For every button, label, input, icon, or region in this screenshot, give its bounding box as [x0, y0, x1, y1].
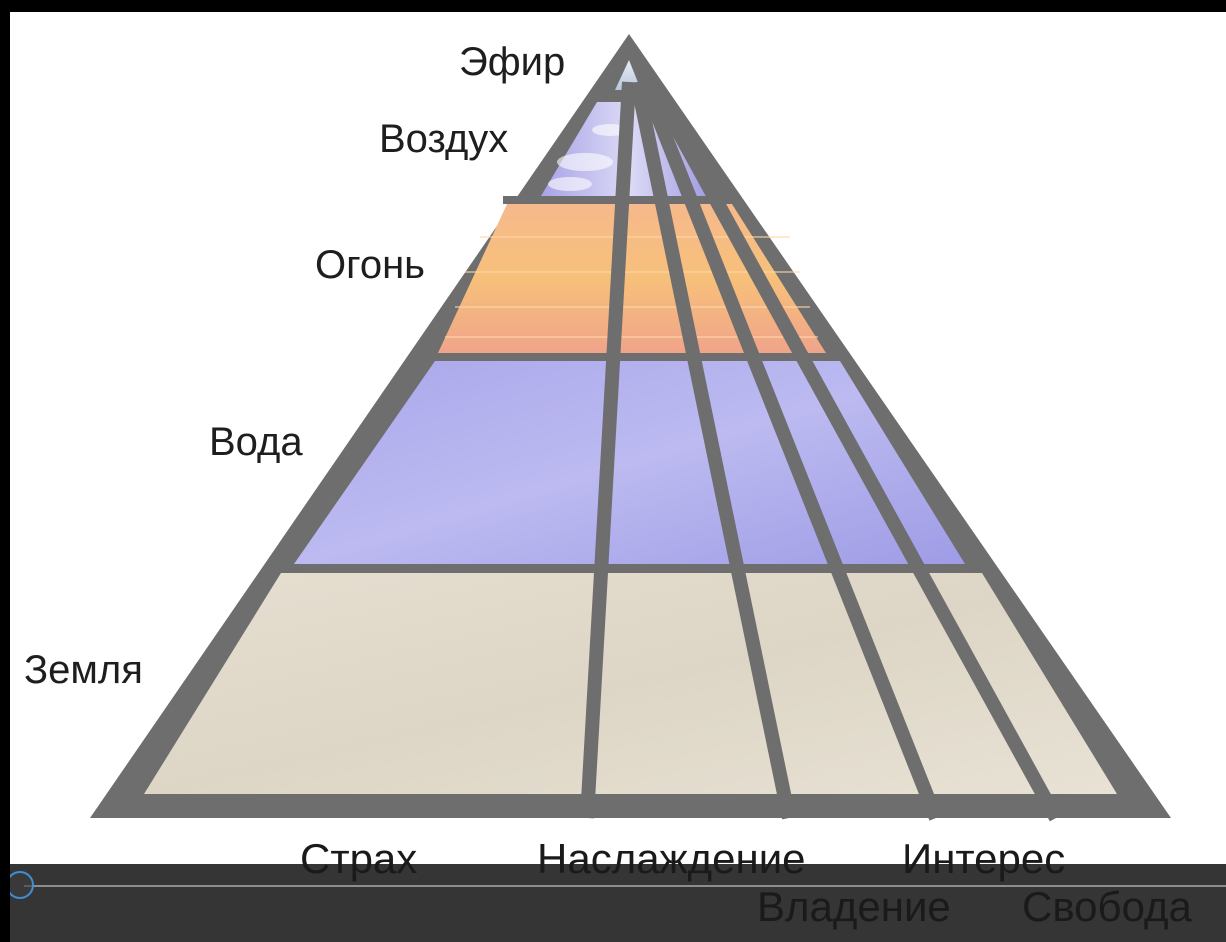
label-pleasure: Наслаждение	[537, 838, 806, 880]
label-freedom: Свобода	[1022, 886, 1192, 928]
label-earth: Земля	[24, 650, 143, 690]
label-fear: Страх	[300, 838, 417, 880]
fire-band	[438, 204, 826, 353]
label-possession: Владение	[757, 886, 951, 928]
diagram-canvas: Эфир Воздух Огонь Вода Земля Страх Насла…	[10, 12, 1226, 942]
label-interest: Интерес	[902, 838, 1065, 880]
label-air: Воздух	[379, 119, 508, 159]
label-fire: Огонь	[315, 245, 425, 285]
progress-knob[interactable]	[10, 871, 34, 899]
pyramid-diagram	[10, 12, 1226, 942]
label-water: Вода	[209, 422, 303, 462]
earth-band	[144, 573, 1117, 794]
label-ether: Эфир	[459, 42, 565, 82]
